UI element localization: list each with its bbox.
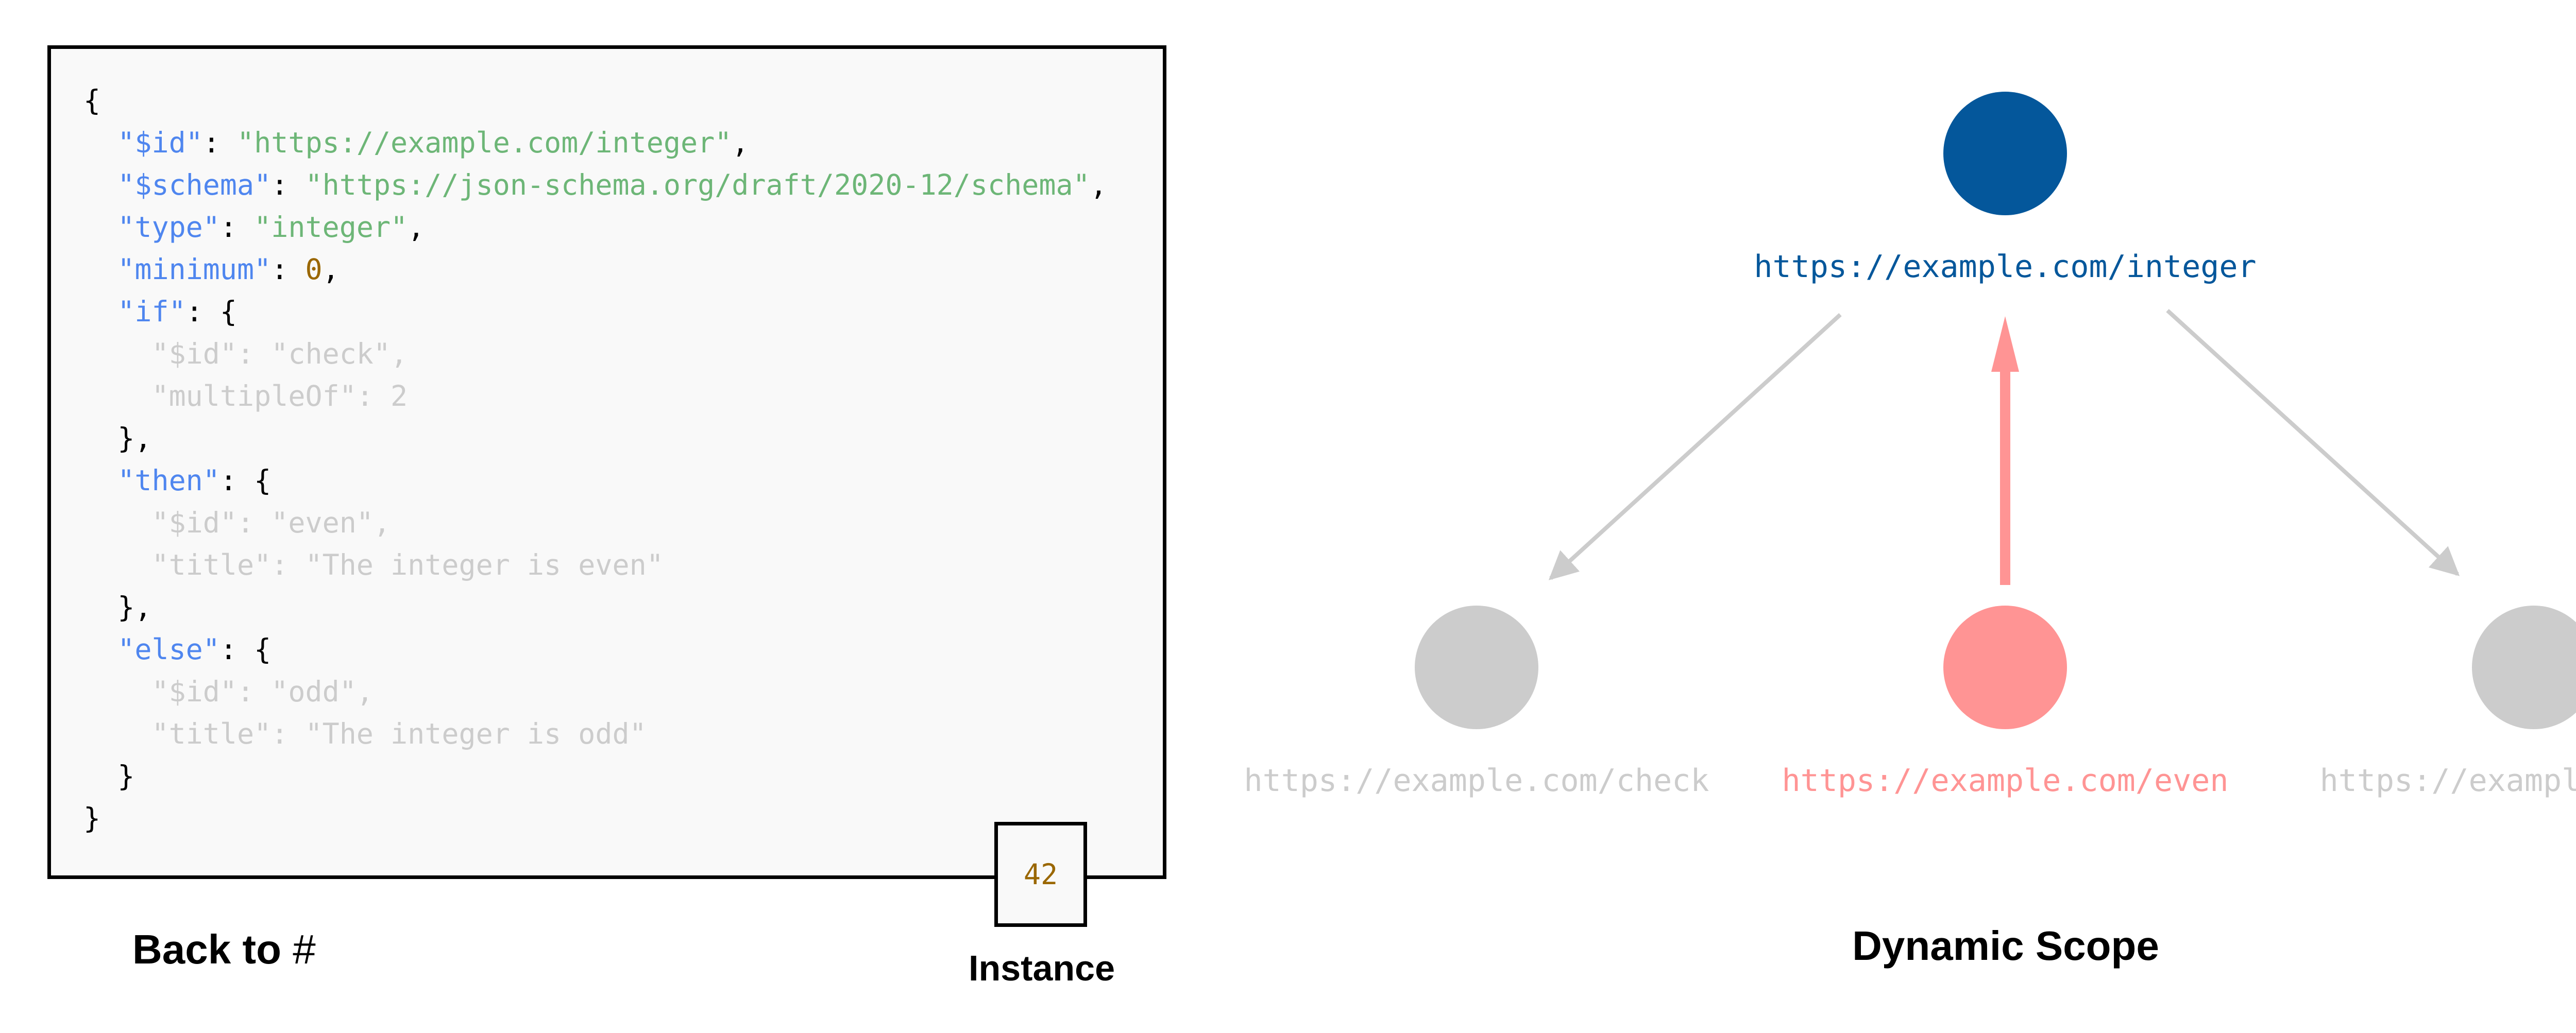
code-line: "type": "integer",: [83, 206, 1107, 248]
node-label: https://example.com/even: [1782, 763, 2229, 799]
code-line: "else": {: [83, 628, 1107, 670]
dynamic-scope-caption: Dynamic Scope: [1852, 923, 2159, 969]
json-punctuation: }: [117, 760, 135, 793]
code-line: "$id": "even",: [83, 502, 1107, 544]
instance-caption: Instance: [969, 948, 1115, 988]
json-key: "if": [117, 295, 186, 328]
json-punctuation: ,: [322, 253, 340, 286]
code-line: "$id": "odd",: [83, 670, 1107, 713]
json-punctuation: ,: [732, 126, 749, 159]
node-circle-icon: [2472, 606, 2576, 729]
json-string: "https://json-schema.org/draft/2020-12/s…: [305, 168, 1090, 201]
json-punctuation: },: [117, 591, 152, 624]
code-line: "if": {: [83, 290, 1107, 333]
json-string: "https://example.com/integer": [237, 126, 732, 159]
node-label: https://example.com/odd: [2320, 763, 2576, 799]
json-punctuation: :: [202, 126, 238, 159]
json-punctuation: }: [83, 802, 101, 835]
json-punctuation: ,: [408, 211, 425, 244]
json-punctuation: "$id": "check",: [151, 337, 408, 370]
code-line: "title": "The integer is odd": [83, 713, 1107, 755]
node-circle-icon: [1415, 606, 1538, 729]
json-punctuation: ,: [1090, 168, 1107, 201]
edge-integer-to-check: [1548, 313, 1842, 580]
json-key: "else": [117, 633, 220, 666]
json-key: "$schema": [117, 168, 272, 201]
json-key: "minimum": [117, 253, 272, 286]
code-line: },: [83, 417, 1107, 459]
code-line: },: [83, 586, 1107, 628]
edge-integer-to-odd: [2166, 309, 2460, 576]
code-line: "minimum": 0,: [83, 248, 1107, 290]
json-key: "$id": [117, 126, 203, 159]
json-punctuation: :: [271, 253, 306, 286]
code-line: }: [83, 755, 1107, 797]
code-line: "$schema": "https://json-schema.org/draf…: [83, 164, 1107, 206]
json-punctuation: : {: [185, 295, 238, 328]
code-line: }: [83, 797, 1107, 839]
json-punctuation: "title": "The integer is even": [151, 548, 664, 581]
code-line: "$id": "https://example.com/integer",: [83, 122, 1107, 164]
node-odd: https://example.com/odd: [2320, 606, 2576, 799]
json-punctuation: "$id": "odd",: [151, 675, 374, 708]
json-string: "integer": [254, 211, 408, 244]
json-punctuation: {: [83, 84, 101, 117]
arrowhead-up-icon: [1991, 316, 2019, 372]
node-label: https://example.com/integer: [1754, 249, 2256, 285]
json-punctuation: :: [271, 168, 306, 201]
json-punctuation: : {: [219, 464, 272, 497]
root-pointer-hash: #: [293, 926, 316, 972]
json-number: 0: [305, 253, 323, 286]
json-punctuation: },: [117, 422, 152, 455]
json-punctuation: : {: [219, 633, 272, 666]
json-punctuation: "title": "The integer is odd": [151, 717, 647, 750]
code-line: {: [83, 79, 1107, 122]
node-circle-icon: [1943, 92, 2067, 215]
json-punctuation: "$id": "even",: [151, 506, 391, 539]
instance-value: 42: [1023, 858, 1058, 891]
schema-code-panel: [47, 45, 1166, 879]
json-key: "then": [117, 464, 220, 497]
json-punctuation: :: [219, 211, 255, 244]
json-key: "type": [117, 211, 220, 244]
node-integer: https://example.com/integer: [1754, 92, 2257, 285]
code-line: "multipleOf": 2: [83, 375, 1107, 417]
back-to-label: Back to: [132, 926, 281, 972]
code-line: "title": "The integer is even": [83, 544, 1107, 586]
schema-code: { "$id": "https://example.com/integer", …: [83, 79, 1107, 839]
node-even: https://example.com/even: [1782, 606, 2229, 799]
edge-even-to-integer: [1991, 316, 2019, 585]
node-circle-icon: [1943, 606, 2067, 729]
json-punctuation: "multipleOf": 2: [151, 380, 408, 412]
code-line: "$id": "check",: [83, 333, 1107, 375]
instance-value-box: 42: [994, 822, 1087, 927]
back-to-root-caption: Back to #: [132, 929, 316, 970]
node-label: https://example.com/check: [1244, 763, 1709, 799]
node-check: https://example.com/check: [1244, 606, 1709, 799]
code-line: "then": {: [83, 459, 1107, 502]
